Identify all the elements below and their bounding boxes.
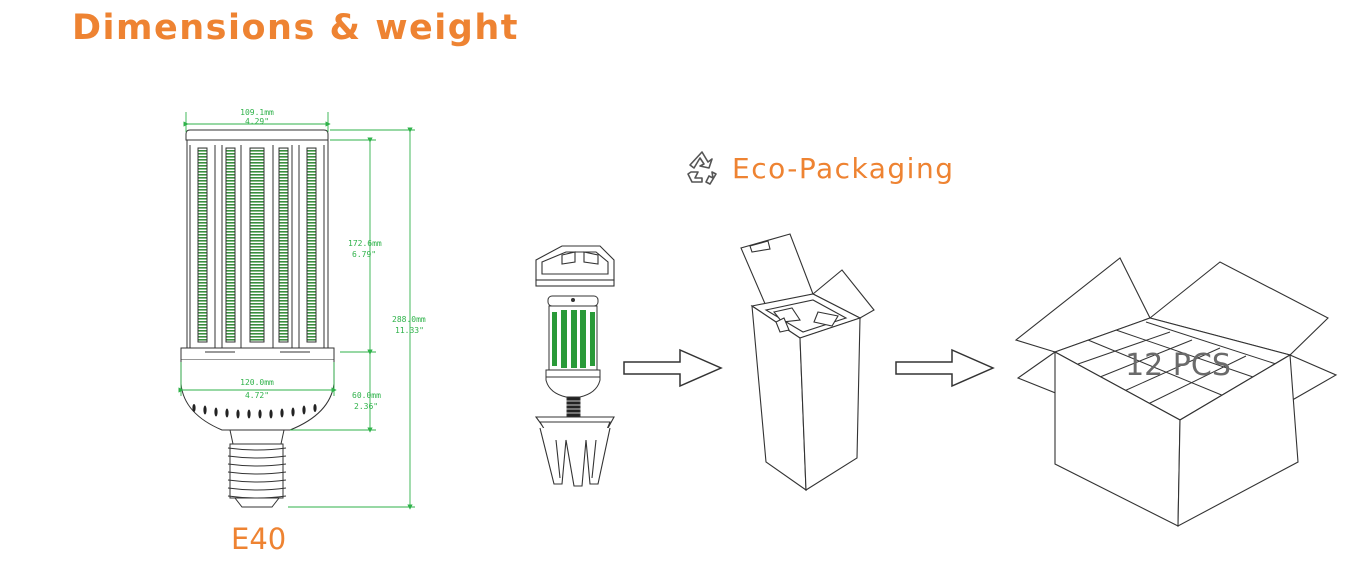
body-height-in: 6.79" bbox=[352, 250, 376, 259]
collar-width-in: 4.72" bbox=[245, 391, 269, 400]
recycle-icon bbox=[687, 151, 717, 185]
section-title: Dimensions & weight bbox=[72, 8, 519, 48]
packing-insert-bottom bbox=[534, 416, 615, 487]
neck-height-mm: 60.0mm bbox=[352, 391, 381, 400]
master-carton bbox=[1014, 257, 1338, 527]
led-strip bbox=[197, 147, 317, 343]
packing-insert-top bbox=[535, 245, 615, 287]
small-lamp-icon bbox=[545, 295, 601, 418]
arrow-right-icon bbox=[895, 348, 995, 388]
screw-thread bbox=[227, 443, 287, 499]
lamp-base-type: E40 bbox=[231, 522, 287, 556]
eco-packaging-label: Eco-Packaging bbox=[732, 151, 955, 185]
arrow-right-icon bbox=[623, 348, 723, 388]
total-height-mm: 288.0mm bbox=[392, 315, 426, 324]
collar-width-mm: 120.0mm bbox=[240, 378, 274, 387]
body-height-mm: 172.6mm bbox=[348, 239, 382, 248]
lamp-technical-drawing bbox=[180, 129, 335, 508]
carton-quantity-label: 12 PCS bbox=[1125, 348, 1231, 383]
neck-height-in: 2.36" bbox=[354, 402, 378, 411]
eco-packaging-heading: Eco-Packaging bbox=[682, 143, 954, 193]
top-width-mm: 109.1mm bbox=[240, 108, 274, 117]
dimension-lines bbox=[178, 112, 415, 510]
individual-box bbox=[740, 233, 875, 492]
top-width-in: 4.29" bbox=[245, 117, 269, 126]
dimension-labels: 109.1mm 4.29" 172.6mm 6.79" 288.0mm 11.3… bbox=[240, 108, 426, 411]
total-height-in: 11.33" bbox=[395, 326, 424, 335]
